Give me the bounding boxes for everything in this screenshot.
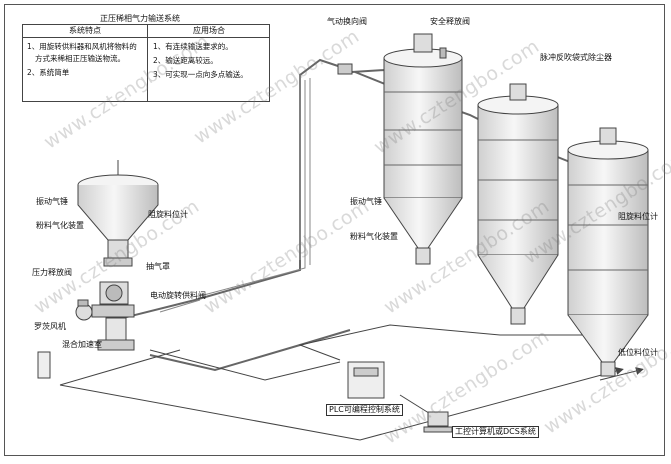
rotary-feeder-assembly [75, 281, 135, 351]
label-roots-blower: 罗茨风机 [34, 322, 66, 331]
silo-1 [383, 33, 463, 265]
label-plc-cabinet: PLC可编程控制系统 [326, 404, 403, 416]
label-dust-collector: 脉冲反吹袋式除尘器 [540, 53, 612, 62]
silo-2 [477, 83, 559, 325]
feature-line: 2、系统简单 [27, 68, 70, 77]
signal-lines [59, 324, 644, 441]
label-aerator-right: 粉料气化装置 [350, 232, 398, 241]
application-line: 1、有连续输送要求的。 [153, 42, 233, 51]
feature-line: 方式来稀相正压输送物流。 [35, 54, 125, 63]
label-level-gauge-left: 阻旋料位计 [148, 210, 188, 219]
label-mixing-chamber: 混合加速室 [62, 340, 102, 349]
label-level-gauge-right: 阻旋料位计 [618, 212, 658, 221]
silo-3 [567, 127, 649, 377]
label-vibrating-motor-left: 振动气锤 [36, 197, 68, 206]
label-pressure-valve: 压力释放阀 [32, 268, 72, 277]
plc-cabinet [347, 361, 385, 399]
label-exhaust-hood: 抽气罩 [146, 262, 170, 271]
label-rotary-feeder: 电动旋转供料阀 [150, 291, 206, 300]
feature-table: 系统特点 应用场合 1、用旋转供料器和风机将物料的 方式来稀相正压输送物流。 2… [22, 24, 270, 102]
diverter-valve-icon [337, 63, 353, 75]
table-header-features: 系统特点 [23, 25, 148, 38]
label-low-level-gauge: 低位料位计 [618, 348, 658, 357]
label-safety-valve: 安全释放阀 [430, 17, 470, 26]
computer-icon [423, 411, 453, 433]
control-panel-left [37, 351, 51, 379]
label-vibrating-motor-right: 振动气锤 [350, 197, 382, 206]
label-diverter-valve: 气动换向阀 [327, 17, 367, 26]
feature-line: 1、用旋转供料器和风机将物料的 [27, 42, 137, 51]
diagram-frame [4, 4, 665, 456]
application-line: 3、可实现一点向多点输送。 [153, 70, 248, 79]
diagram-title: 正压稀相气力输送系统 [100, 14, 180, 23]
feed-hopper [77, 160, 159, 267]
pipe-outline [159, 78, 311, 313]
label-aerator-left: 粉料气化装置 [36, 221, 84, 230]
table-header-applications: 应用场合 [148, 25, 270, 38]
label-dcs: 工控计算机或DCS系统 [452, 426, 539, 438]
application-line: 2、输送距离较远。 [153, 56, 218, 65]
